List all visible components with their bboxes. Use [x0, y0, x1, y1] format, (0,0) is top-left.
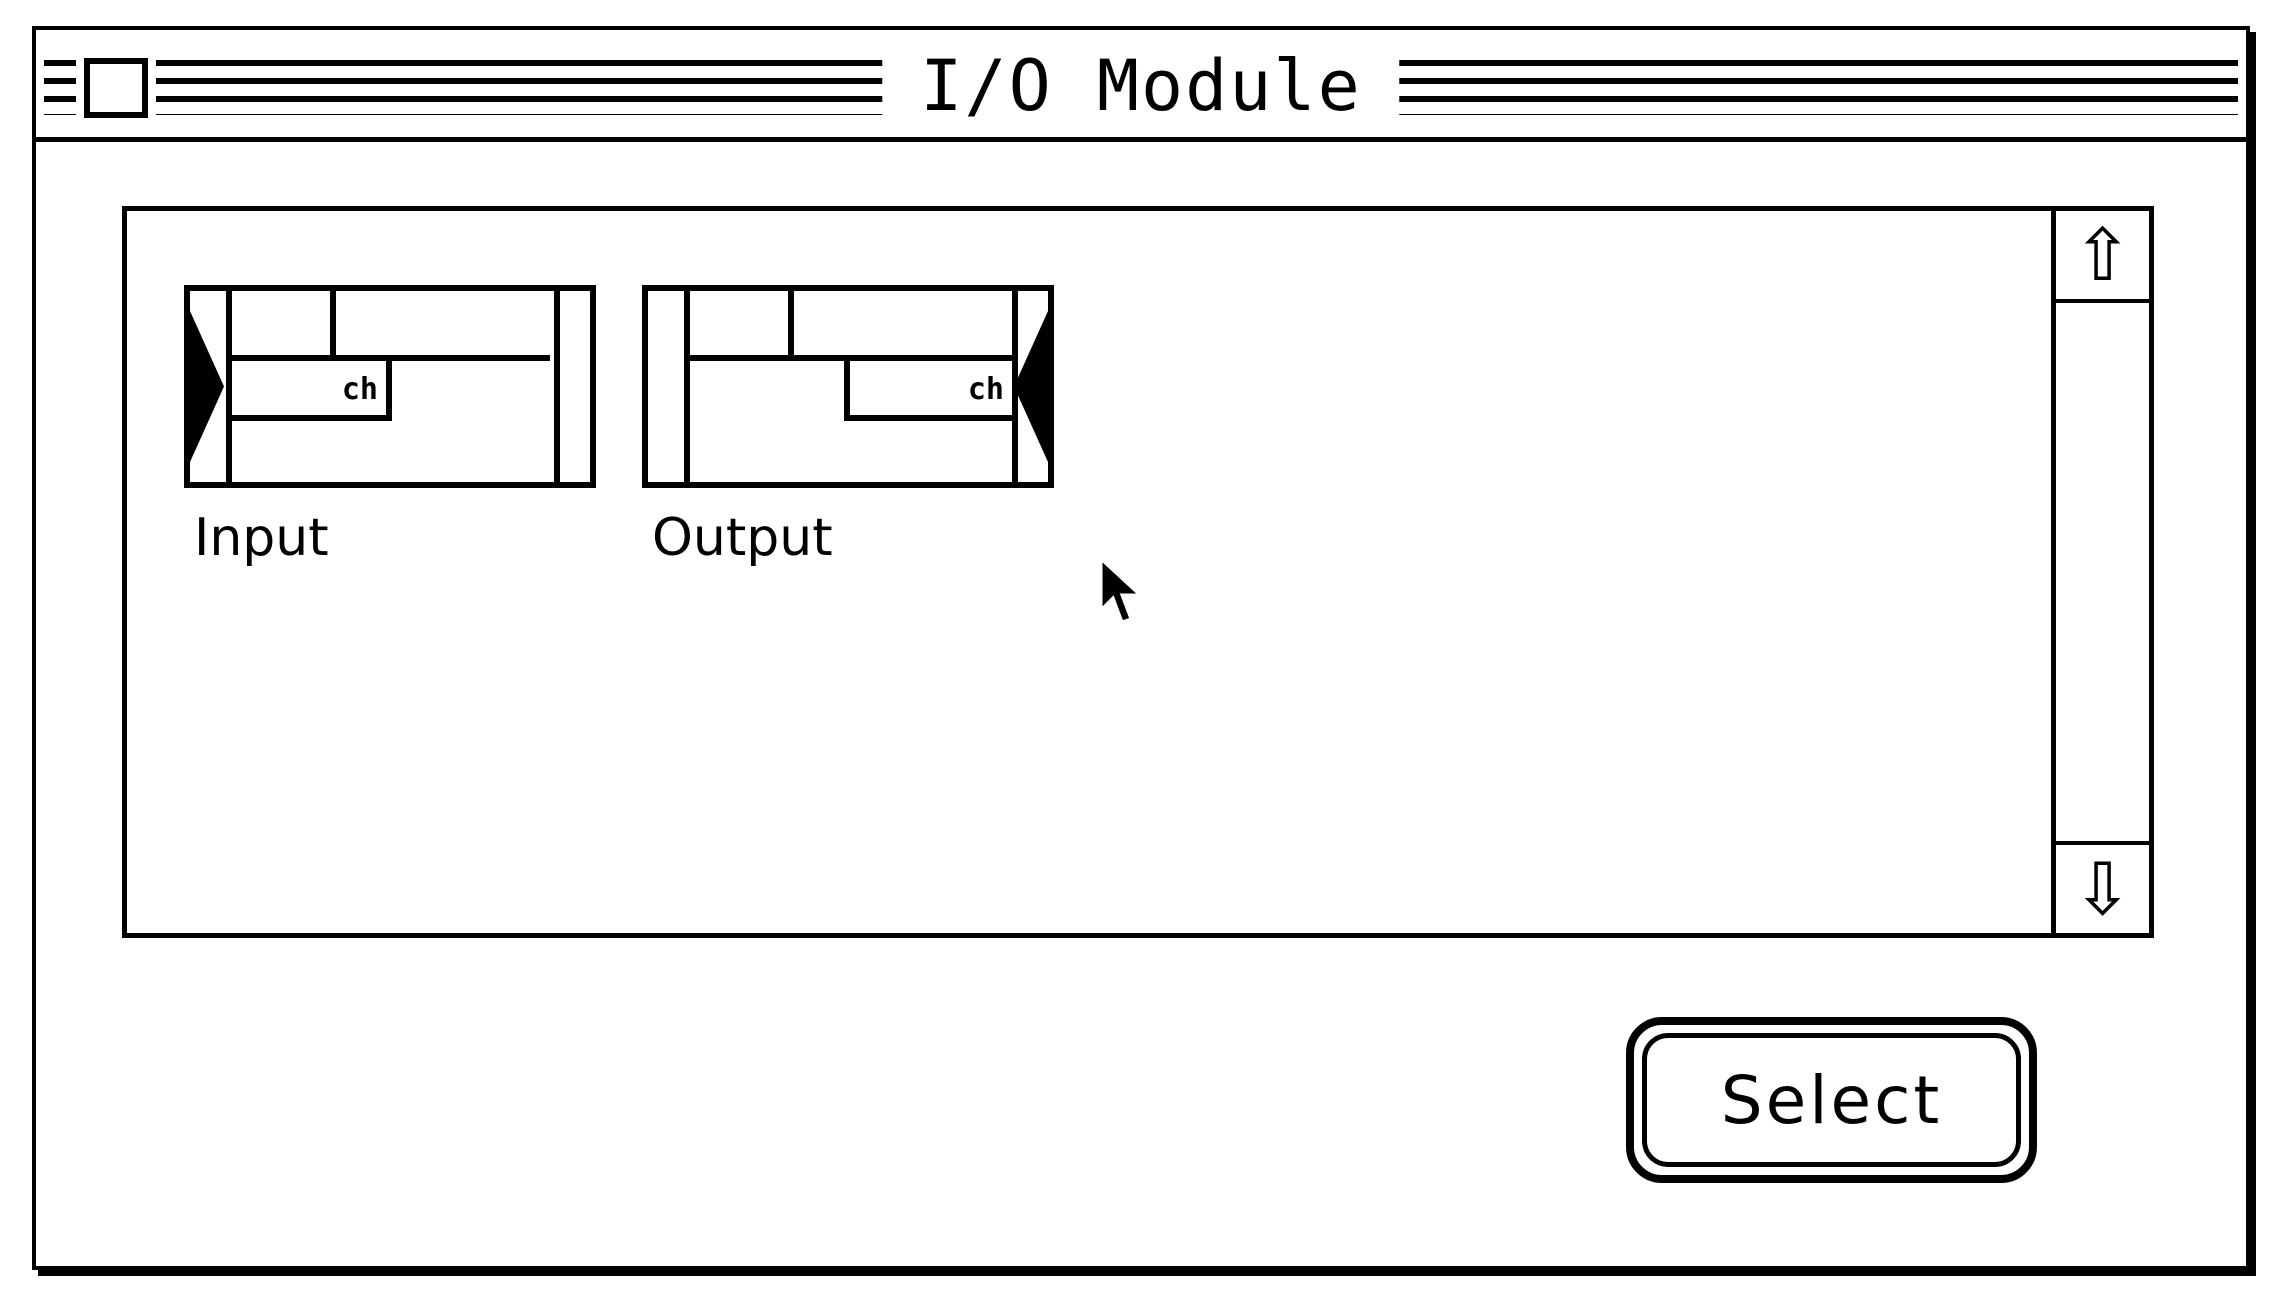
module-item-input[interactable]: ch Input [184, 285, 604, 568]
output-module-icon: ch [642, 285, 1054, 488]
close-box[interactable] [84, 58, 148, 118]
module-label: Output [652, 508, 833, 568]
module-label: Input [194, 508, 329, 568]
window-title: I/O Module [882, 44, 1400, 128]
module-list[interactable]: ch Input ch Output ⇧ ⇩ [122, 206, 2154, 938]
scroll-up-arrow-icon[interactable]: ⇧ [2056, 211, 2149, 303]
mouse-cursor-icon [1099, 556, 1144, 624]
select-button[interactable]: Select [1626, 1017, 2037, 1183]
scroll-down-arrow-icon[interactable]: ⇩ [2056, 841, 2149, 933]
io-module-window: I/O Module ch Input ch Output [32, 26, 2250, 1270]
module-item-output[interactable]: ch Output [642, 285, 1062, 568]
vertical-scrollbar[interactable]: ⇧ ⇩ [2051, 211, 2149, 933]
input-module-icon: ch [184, 285, 596, 488]
title-bar[interactable]: I/O Module [36, 30, 2246, 142]
